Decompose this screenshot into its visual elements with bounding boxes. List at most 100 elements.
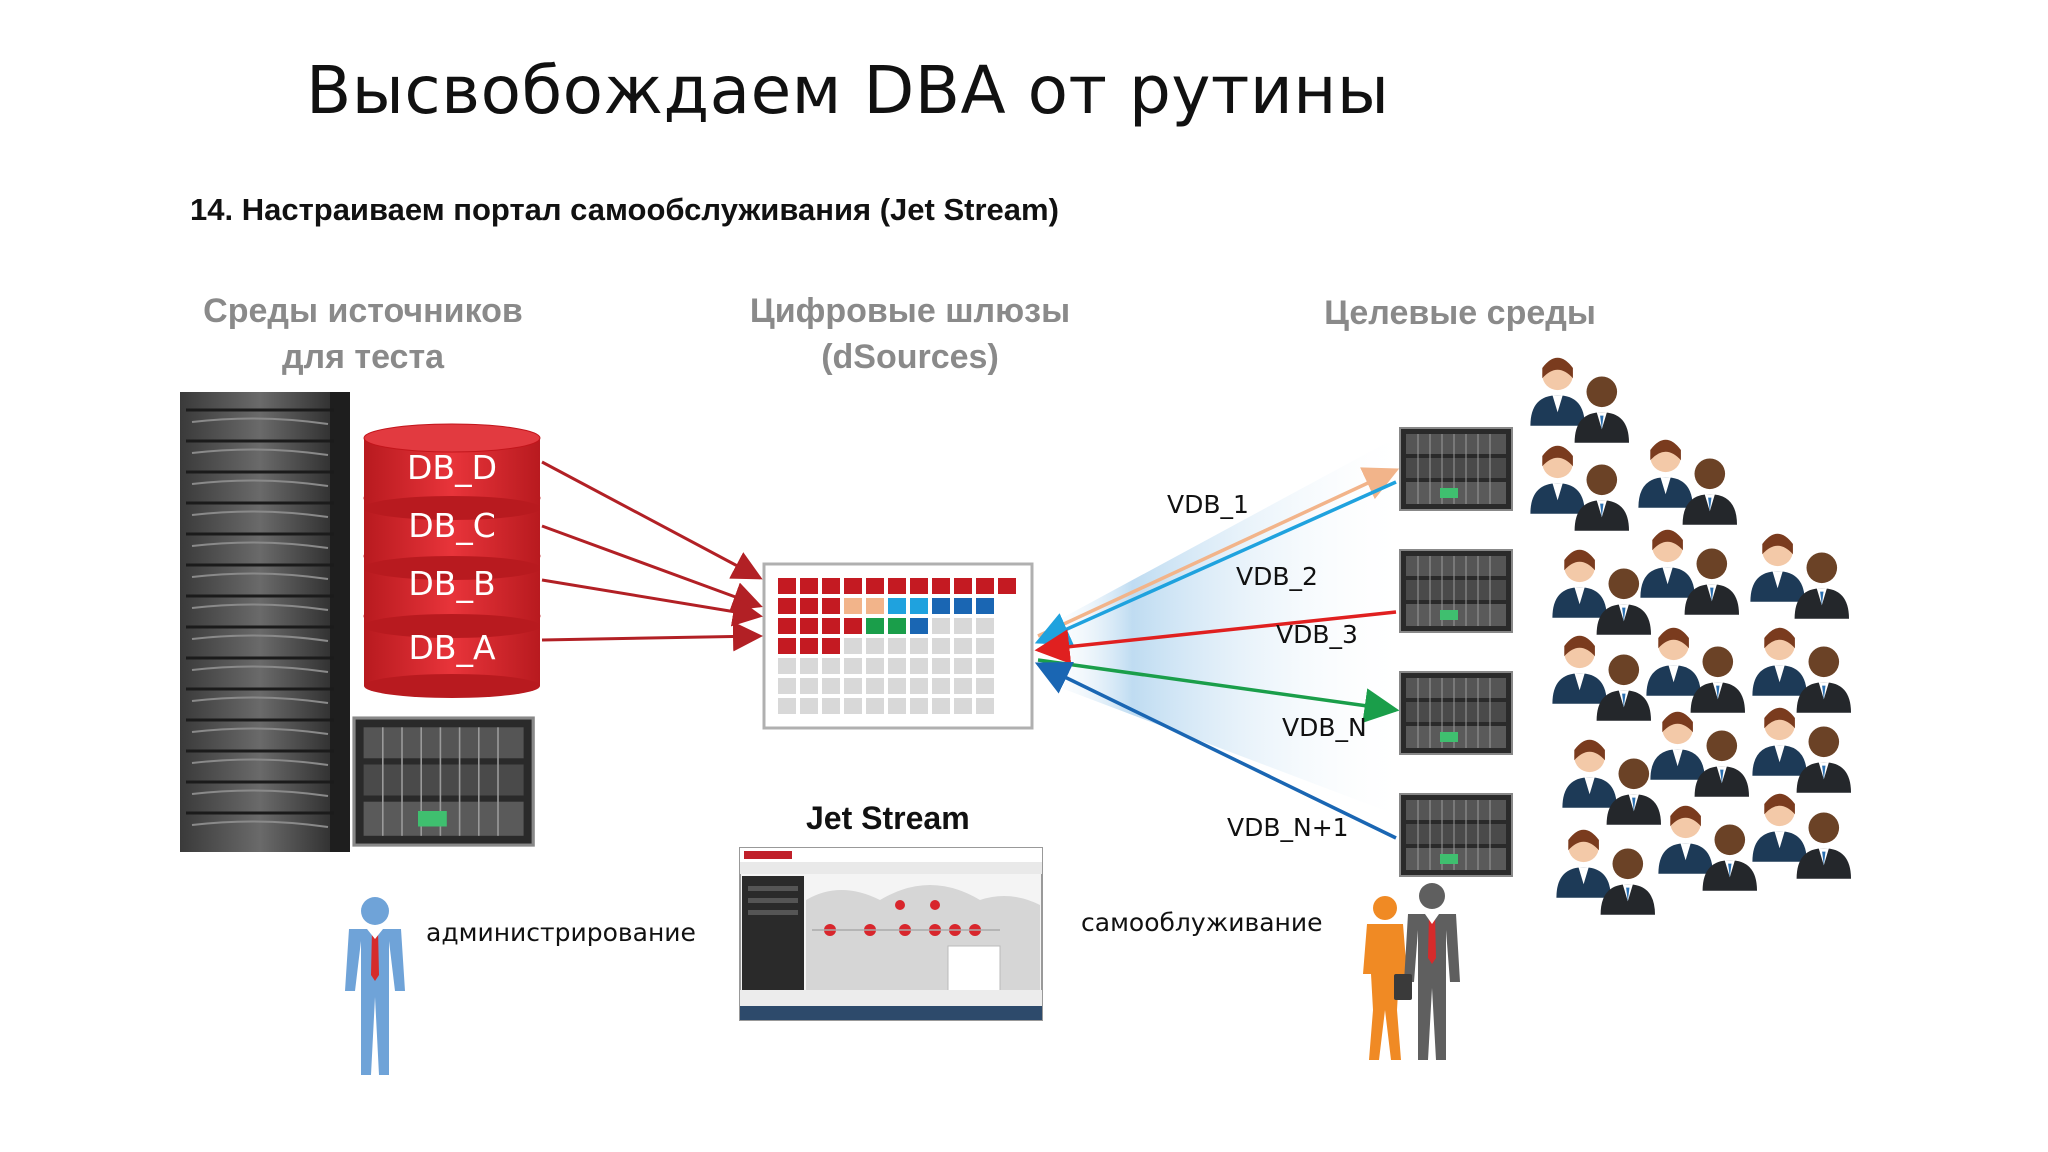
- user-pair-icon: [1752, 628, 1851, 713]
- grid-cell: [800, 658, 818, 674]
- grid-cell: [844, 658, 862, 674]
- grid-cell: [822, 698, 840, 714]
- grid-cell: [800, 598, 818, 614]
- vdb-arrow: [1034, 480, 1397, 646]
- grid-cell: [954, 618, 972, 634]
- user-group-icon: [1530, 358, 1851, 915]
- grid-cell: [800, 698, 818, 714]
- flow-arrow: [541, 621, 763, 652]
- grid-cell: [888, 658, 906, 674]
- vdb-arrow: [1034, 610, 1397, 665]
- grid-cell: [910, 618, 928, 634]
- grid-cell: [932, 698, 950, 714]
- grid-cell: [932, 618, 950, 634]
- grid-cell: [822, 658, 840, 674]
- grid-cell: [822, 638, 840, 654]
- column-gateways-heading: Цифровые шлюзы (dSources): [749, 292, 1071, 376]
- target-server-3: [1399, 671, 1513, 755]
- vdb-label-3: VDB_3: [1276, 620, 1358, 649]
- grid-cell: [800, 678, 818, 694]
- user-pair-icon: [1530, 446, 1629, 531]
- column-sources-heading: Среды источников для теста: [203, 292, 523, 376]
- grid-cell: [778, 658, 796, 674]
- grid-cell: [778, 638, 796, 654]
- flow-arrow: [541, 578, 763, 627]
- database-icon: [363, 423, 541, 698]
- grid-cell: [866, 658, 884, 674]
- user-pair-icon: [1752, 708, 1851, 793]
- grid-cell: [778, 678, 796, 694]
- grid-cell: [910, 638, 928, 654]
- vdb-arrow: [1037, 467, 1400, 638]
- grid-cell: [800, 578, 818, 594]
- grid-cell: [954, 638, 972, 654]
- user-pair-icon: [1646, 628, 1745, 713]
- grid-cell: [976, 658, 994, 674]
- grid-cell: [932, 658, 950, 674]
- flow-arrow: [541, 460, 763, 580]
- grid-cell: [910, 598, 928, 614]
- grid-cell: [866, 698, 884, 714]
- grid-cell: [822, 618, 840, 634]
- grid-cell: [888, 618, 906, 634]
- grid-cell: [932, 598, 950, 614]
- jet-stream-screenshot: [739, 847, 1043, 1021]
- user-pair-icon: [1638, 440, 1737, 525]
- db-label-a: DB_A: [408, 628, 496, 667]
- target-server-4: [1399, 793, 1513, 877]
- grid-cell: [976, 698, 994, 714]
- grid-cell: [866, 598, 884, 614]
- user-pair-icon: [1556, 830, 1655, 915]
- grid-cell: [778, 598, 796, 614]
- column-targets-heading: Целевые среды: [1324, 294, 1596, 332]
- admin-caption: администрирование: [426, 918, 696, 947]
- database-cylinder: [363, 423, 541, 520]
- user-pair-icon: [1552, 550, 1651, 635]
- target-server-2: [1399, 549, 1513, 633]
- grid-cell: [932, 638, 950, 654]
- vdb-label-1: VDB_1: [1167, 490, 1249, 519]
- grid-cell: [976, 638, 994, 654]
- grid-cell: [954, 578, 972, 594]
- grid-cell: [888, 598, 906, 614]
- grid-cell: [954, 698, 972, 714]
- grid-cell: [910, 698, 928, 714]
- grid-cell: [888, 678, 906, 694]
- vdb-label-n-plus-1: VDB_N+1: [1227, 813, 1349, 842]
- page-subtitle: 14. Настраиваем портал самообслуживания …: [190, 192, 1059, 227]
- grid-cell: [822, 578, 840, 594]
- grid-cell: [888, 698, 906, 714]
- page-title: Высвобождаем DBA от рутины: [306, 52, 1390, 129]
- grid-cell: [976, 578, 994, 594]
- user-pair-icon: [1562, 740, 1661, 825]
- server-rack-icon: [180, 392, 350, 852]
- user-pair-icon: [1750, 534, 1849, 619]
- vdb-arrow: [1034, 662, 1397, 840]
- flow-arrow: [541, 524, 763, 611]
- grid-cell: [866, 618, 884, 634]
- vdb-label-n: VDB_N: [1282, 713, 1367, 742]
- self-service-people-icon: [1363, 883, 1460, 1060]
- grid-cell: [888, 578, 906, 594]
- grid-cell: [976, 678, 994, 694]
- grid-cell: [976, 598, 994, 614]
- grid-cell: [844, 698, 862, 714]
- grid-cell: [778, 698, 796, 714]
- grid-cell: [778, 578, 796, 594]
- db-label-b: DB_B: [408, 564, 496, 603]
- grid-cell: [954, 598, 972, 614]
- target-server-1: [1399, 427, 1513, 511]
- grid-cell: [932, 678, 950, 694]
- user-pair-icon: [1640, 530, 1739, 615]
- grid-cell: [910, 578, 928, 594]
- distribution-fan: [1040, 430, 1410, 820]
- user-pair-icon: [1752, 794, 1851, 879]
- grid-cell: [844, 638, 862, 654]
- grid-cell: [778, 618, 796, 634]
- grid-cell: [976, 618, 994, 634]
- grid-cell: [800, 638, 818, 654]
- db-label-c: DB_C: [408, 506, 496, 545]
- dsources-grid: [762, 562, 1034, 730]
